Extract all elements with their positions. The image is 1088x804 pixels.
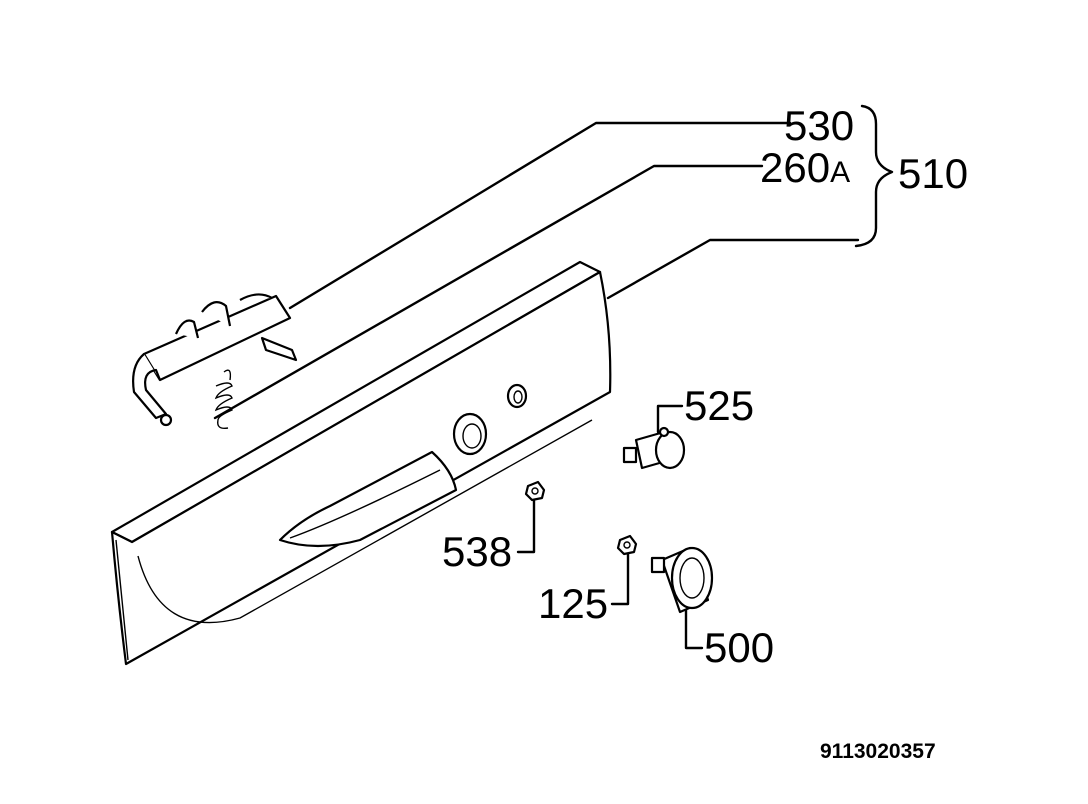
leader-525 [656,404,684,434]
leader-lines [213,121,860,650]
bracket-510 [854,104,894,248]
panel-edge-line [115,539,129,661]
lamp-hole [506,383,528,409]
control-knob [650,546,714,614]
indicator-lamp [622,426,686,470]
nut-125 [616,534,638,556]
leader-500 [684,604,704,650]
leader-510 [606,238,860,300]
label-525: 525 [684,382,754,429]
lamp-hole-inner [513,390,523,404]
label-538: 538 [442,528,512,575]
latch-bracket [132,293,298,427]
label-125: 125 [538,580,608,627]
document-number: 9113020357 [820,740,936,763]
nut-538 [524,480,546,502]
panel-front-curve [137,419,593,624]
leader-260a [213,164,764,420]
knob-hole-inner [462,423,482,449]
label-260a: 260A [760,144,850,191]
spring [214,369,233,430]
label-500: 500 [704,624,774,671]
leader-530 [288,121,792,310]
door-handle-recess [278,450,458,548]
label-530: 530 [784,102,854,149]
panel-front-face [110,270,612,666]
leader-125 [610,550,630,606]
label-510: 510 [898,150,968,197]
leader-538 [516,498,536,554]
handle-inner-curve [289,469,441,539]
control-panel [110,260,612,666]
